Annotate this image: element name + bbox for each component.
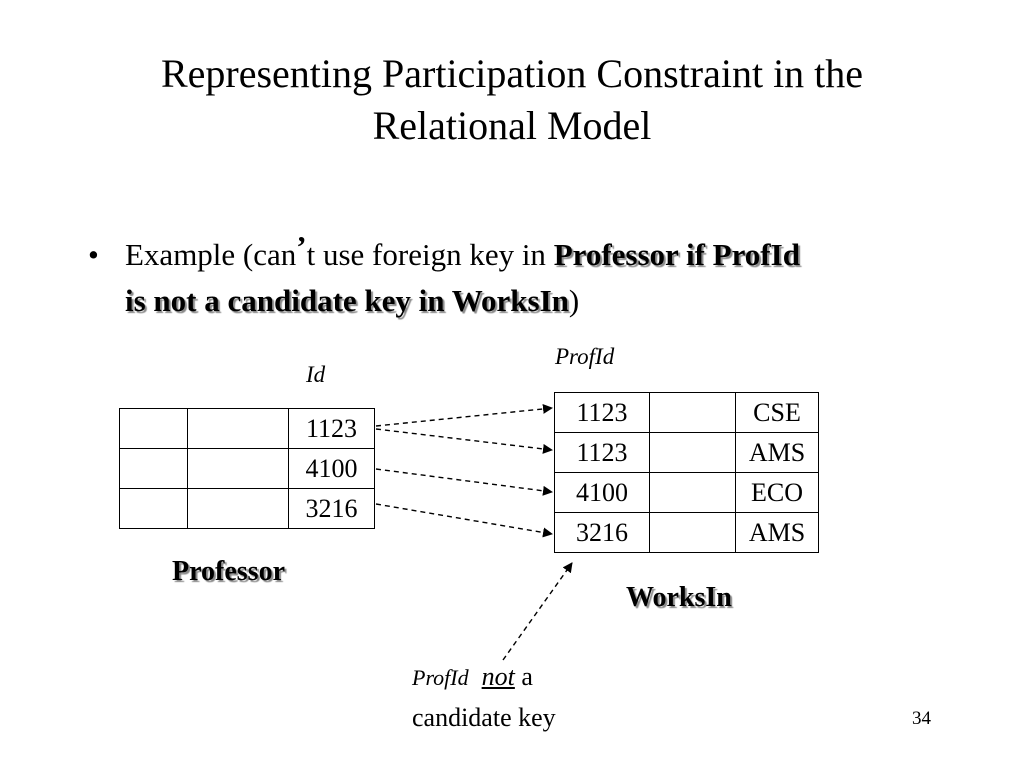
table-cell [119, 448, 188, 489]
bullet-apostrophe: ’ [296, 229, 307, 264]
note-not: not [481, 662, 515, 691]
table-cell: 3216 [554, 512, 650, 553]
bullet-suffix: ) [568, 283, 580, 318]
table-row: 3216 [119, 488, 375, 529]
table-row: 4100 ECO [554, 472, 819, 513]
table-cell: 1123 [554, 392, 650, 433]
table-cell: AMS [735, 432, 819, 473]
page-number: 34 [912, 708, 931, 729]
slide-title: Representing Participation Constraint in… [0, 48, 1024, 152]
table-cell: CSE [735, 392, 819, 433]
table-row: 1123 CSE [554, 392, 819, 433]
title-line-1: Representing Participation Constraint in… [160, 51, 864, 96]
worksin-caption: WorksIn [626, 582, 732, 613]
note-line-1: ProfId not a [412, 657, 556, 698]
note-profid: ProfId [412, 665, 469, 690]
arrow-4100-to-eco [375, 468, 553, 496]
worksin-profid-label: ProfId [555, 344, 615, 369]
bullet-prefix: Example (can [125, 237, 297, 272]
arrow-1123-to-ams [375, 428, 553, 454]
title-line-2: Relational Model [372, 103, 652, 148]
professor-id-label: Id [306, 362, 326, 387]
table-cell [649, 472, 736, 513]
table-cell: AMS [735, 512, 819, 553]
table-row: 4100 [119, 448, 375, 489]
arrow-1123-to-cse [375, 403, 553, 427]
arrow-3216-to-ams [375, 503, 553, 538]
note-a: a [521, 662, 533, 691]
worksin-table: 1123 CSE 1123 AMS 4100 ECO 3216 AMS [554, 392, 819, 553]
bullet-emphasis-2: is not a candidate key in WorksIn [125, 283, 569, 318]
table-row: 1123 [119, 408, 375, 449]
bullet-text: Example (can’t use foreign key in Profes… [125, 229, 985, 324]
note-line-2: candidate key [412, 703, 556, 732]
table-cell: 4100 [288, 448, 375, 489]
professor-table: 1123 4100 3216 [119, 408, 375, 529]
candidate-key-note: ProfId not a candidate key [412, 657, 556, 738]
table-cell [187, 408, 289, 449]
table-cell [649, 512, 736, 553]
table-row: 1123 AMS [554, 432, 819, 473]
professor-caption: Professor [172, 556, 285, 587]
bullet-marker: • [88, 237, 99, 272]
table-cell: ECO [735, 472, 819, 513]
table-cell [187, 448, 289, 489]
table-cell: 3216 [288, 488, 375, 529]
bullet-middle: t use foreign key in [306, 237, 554, 272]
table-cell [187, 488, 289, 529]
table-cell [119, 488, 188, 529]
table-cell: 4100 [554, 472, 650, 513]
bullet-emphasis-1: Professor if ProfId [553, 237, 800, 272]
arrow-note-to-profid [502, 562, 573, 661]
table-row: 3216 AMS [554, 512, 819, 553]
table-cell: 1123 [554, 432, 650, 473]
table-cell [649, 432, 736, 473]
